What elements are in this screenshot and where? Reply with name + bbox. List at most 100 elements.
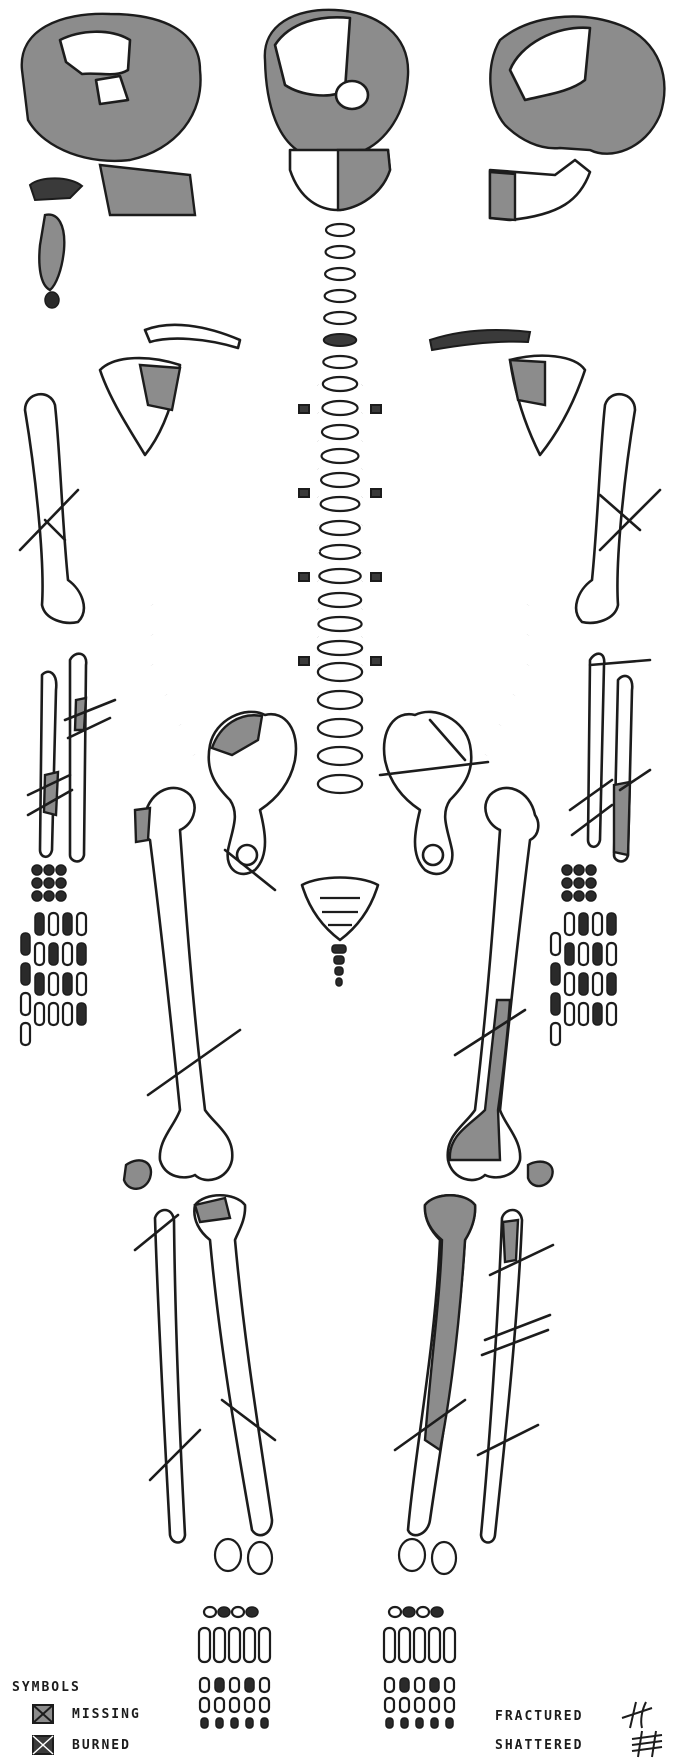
phalanx — [215, 1678, 224, 1692]
phalanx — [231, 1718, 238, 1728]
mandible-fragments — [30, 165, 195, 308]
calcaneus — [399, 1539, 425, 1571]
leg-left — [155, 1195, 272, 1542]
phalanx — [35, 913, 44, 935]
phalanx — [385, 1698, 394, 1712]
phalanx — [551, 933, 560, 955]
carpal — [586, 891, 596, 901]
vertebra — [321, 497, 360, 511]
calcaneus — [215, 1539, 241, 1571]
phalanx — [446, 1718, 453, 1728]
phalanx — [77, 943, 86, 965]
rib-head — [299, 573, 309, 581]
ribs-right — [362, 371, 529, 755]
metatarsal — [214, 1628, 225, 1662]
carpal — [56, 891, 66, 901]
metatarsal — [244, 1628, 255, 1662]
phalanx — [579, 1003, 588, 1025]
phalanx — [593, 943, 602, 965]
legend-burned-label: BURNED — [72, 1738, 131, 1753]
phalanx — [63, 943, 72, 965]
leg-right — [408, 1195, 522, 1542]
carpal — [562, 865, 572, 875]
vertebral-column — [318, 224, 362, 793]
phalanx — [200, 1678, 209, 1692]
legend-heading: SYMBOLS — [12, 1680, 81, 1695]
phalanx — [77, 913, 86, 935]
rib-head — [299, 405, 309, 413]
metatarsal — [399, 1628, 410, 1662]
tarsal — [204, 1607, 216, 1617]
vertebra — [318, 775, 362, 793]
phalanx — [565, 943, 574, 965]
phalanx — [49, 913, 58, 935]
fractured-icon — [620, 1700, 654, 1730]
carpal — [56, 865, 66, 875]
tarsal — [232, 1607, 244, 1617]
phalanx — [607, 913, 616, 935]
phalanx — [415, 1698, 424, 1712]
phalanx — [430, 1678, 439, 1692]
tarsal — [417, 1607, 429, 1617]
vertebra — [319, 593, 361, 607]
metatarsal — [259, 1628, 270, 1662]
phalanx — [607, 1003, 616, 1025]
phalanx — [21, 993, 30, 1015]
skull-side-view — [490, 17, 664, 220]
shattered-icon — [630, 1729, 664, 1759]
phalanx — [401, 1718, 408, 1728]
phalanx — [565, 973, 574, 995]
phalanx — [246, 1718, 253, 1728]
forearm-left — [40, 654, 86, 862]
carpal — [574, 878, 584, 888]
vertebra — [318, 747, 362, 765]
humerus-right — [576, 394, 635, 623]
carpal — [56, 878, 66, 888]
phalanx — [216, 1718, 223, 1728]
rib-head — [371, 405, 381, 413]
metatarsal — [229, 1628, 240, 1662]
phalanx — [551, 1023, 560, 1045]
vertebra — [324, 334, 357, 346]
phalanx — [49, 973, 58, 995]
pelvis-right — [384, 712, 471, 874]
phalanx — [77, 1003, 86, 1025]
phalanx — [200, 1698, 209, 1712]
carpal — [44, 878, 54, 888]
phalanx — [551, 963, 560, 985]
vertebra — [325, 290, 356, 302]
phalanx — [35, 943, 44, 965]
phalanx — [230, 1698, 239, 1712]
phalanx — [607, 943, 616, 965]
metatarsal — [414, 1628, 425, 1662]
vertebra — [322, 425, 358, 439]
carpal — [32, 878, 42, 888]
vertebra — [322, 449, 359, 463]
forearm-right — [588, 654, 632, 862]
metatarsal — [199, 1628, 210, 1662]
phalanx — [215, 1698, 224, 1712]
skull-front-view — [265, 10, 408, 210]
vertebra — [326, 224, 354, 236]
carpal — [574, 891, 584, 901]
carpal — [44, 865, 54, 875]
phalanx — [551, 993, 560, 1015]
tarsal — [389, 1607, 401, 1617]
vertebra — [323, 356, 356, 368]
carpal — [32, 865, 42, 875]
metatarsal — [444, 1628, 455, 1662]
femur-right — [448, 788, 539, 1180]
phalanx — [260, 1678, 269, 1692]
carpal — [562, 891, 572, 901]
carpal — [586, 865, 596, 875]
phalanx — [35, 973, 44, 995]
phalanx — [49, 1003, 58, 1025]
phalanx — [416, 1718, 423, 1728]
vertebra — [318, 663, 362, 681]
phalanx — [593, 913, 602, 935]
sacrum — [302, 878, 378, 987]
phalanx — [579, 913, 588, 935]
talus — [248, 1542, 272, 1574]
humerus-left — [25, 394, 84, 623]
